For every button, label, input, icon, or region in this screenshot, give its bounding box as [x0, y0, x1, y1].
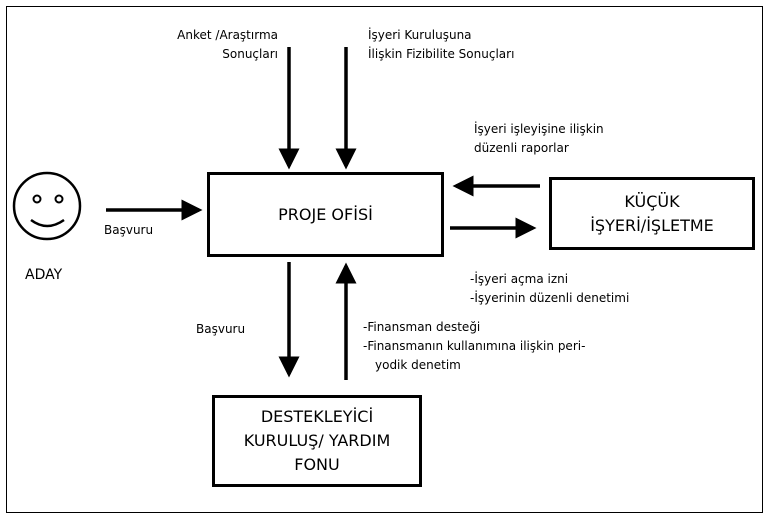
diagram-frame	[6, 6, 763, 513]
anket-label: Anket /Araştırma Sonuçları	[177, 28, 278, 61]
destek-line-3: FONU	[294, 455, 340, 474]
finansman-label: -Finansman desteği -Finansmanın kullanım…	[363, 320, 586, 372]
aday-smiley-icon	[12, 171, 82, 241]
destek-line-2: KURULUŞ/ YARDIM	[243, 431, 391, 450]
basvuru-fon-label: Başvuru	[196, 322, 246, 336]
kucuk-line-2: İŞYERİ/İŞLETME	[590, 215, 714, 235]
proje-ofisi-label: PROJE OFİSİ	[278, 204, 373, 224]
kucuk-line-1: KÜÇÜK	[624, 191, 680, 211]
raporlar-label: İşyeri işleyişine ilişkin düzenli raporl…	[474, 122, 604, 155]
proje-ofisi-box: PROJE OFİSİ	[207, 172, 444, 257]
izin-label: -İşyeri açma izni -İşyerinin düzenli den…	[470, 272, 630, 305]
destek-line-1: DESTEKLEYİCİ	[260, 407, 374, 426]
basvuru-aday-label: Başvuru	[104, 223, 154, 237]
destekleyici-box: DESTEKLEYİCİ KURULUŞ/ YARDIM FONU	[212, 395, 422, 487]
kucuk-isyeri-box: KÜÇÜK İŞYERİ/İŞLETME	[549, 177, 755, 250]
fizibilite-label: İşyeri Kuruluşuna İlişkin Fizibilite Son…	[368, 28, 515, 61]
aday-label: ADAY	[25, 267, 63, 283]
